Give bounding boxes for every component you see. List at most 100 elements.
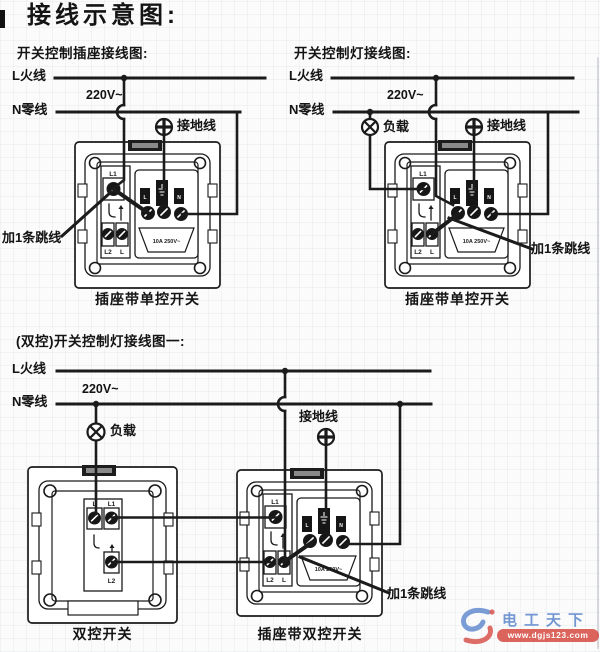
switch-symbol (418, 203, 426, 218)
lamp-cross (362, 119, 378, 135)
mounting-clip (31, 560, 42, 575)
screw-slot (159, 207, 169, 217)
mounting-screw (503, 156, 517, 170)
page-title: 接线示意图: (27, 2, 179, 29)
d1-caption: 插座带单控开关 (95, 291, 200, 307)
screw-slot (90, 514, 99, 522)
watermark-logo (461, 608, 495, 644)
d3-live-wire-label: L火线 (12, 361, 46, 376)
dual-terminal-label-l1: L1 (108, 501, 116, 508)
d3-voltage-label: 220V~ (82, 382, 119, 396)
socket-rating-label: 10A 250V~ (463, 239, 490, 245)
mounting-screw (250, 589, 264, 603)
socket-terminal-n (484, 188, 494, 204)
socket-terminal-label-n: N (339, 523, 343, 529)
mounting-screw (43, 593, 57, 607)
junction-dot (432, 74, 440, 82)
d1-ground-wire-label: 接地线 (177, 118, 217, 133)
dual-terminal-label-l2: L2 (108, 578, 116, 585)
switch-terminal-label-l1: L1 (109, 171, 117, 178)
socket-face (300, 555, 357, 581)
socket-terminal-label-n: N (177, 195, 181, 201)
mounting-screw (398, 156, 412, 170)
d2-load-wire (368, 110, 426, 191)
d1-neutral-wire-label: N零线 (12, 102, 48, 117)
edge-artifact (0, 10, 5, 28)
d3-neutral-drop (343, 402, 402, 546)
d3-load-label: 负载 (110, 423, 137, 438)
switch-terminal-label-l2: L2 (266, 577, 274, 584)
switch-terminal-label-l: L (120, 249, 124, 256)
d2-load-lamp-symbol (360, 117, 380, 137)
d2-live-wire-label: L火线 (289, 68, 323, 83)
mounting-screw (355, 484, 369, 498)
lamp-cross (88, 424, 104, 440)
socket-terminal-earth (466, 180, 478, 206)
d2-voltage-label: 220V~ (387, 88, 424, 102)
d1-neutral-drop (180, 110, 239, 216)
d3-add-jumper-label: 加1条跳线 (387, 586, 447, 601)
mounting-clip (369, 557, 380, 572)
socket-terminal-l (140, 188, 150, 204)
d2-caption: 插座带单控开关 (405, 291, 510, 307)
socket-terminal-label-l: L (453, 195, 456, 201)
wire-hop (115, 103, 126, 121)
screw-slot (118, 230, 126, 238)
socket-terminal-l (302, 516, 312, 532)
d2-jumper-pointer (447, 216, 534, 251)
d3-ground-wire-label: 接地线 (299, 409, 339, 424)
switch-terminal-label-l2: L2 (104, 249, 112, 256)
d2-neutral-wire-label: N零线 (289, 102, 325, 117)
d1-live-drop (112, 117, 126, 190)
d3-ground-symbol (316, 427, 336, 447)
switch-terminal-label-l1: L1 (271, 499, 279, 506)
socket-face (138, 227, 195, 253)
d1-jumper-wire (110, 186, 151, 216)
d1-voltage-label: 220V~ (86, 88, 123, 102)
wire-hop (427, 103, 438, 121)
d2-ground-symbol (464, 117, 484, 137)
mounting-clip (369, 511, 380, 526)
d1-live-wire-label: L火线 (12, 68, 46, 83)
socket-terminal-earth (156, 180, 168, 206)
d1-add-jumper-label: 加1条跳线 (2, 230, 62, 245)
mounting-clip (31, 512, 42, 527)
screw-slot (414, 230, 422, 238)
switch-terminal-label-l: L (282, 577, 286, 584)
junction-dot (281, 367, 289, 375)
switch-terminal-label-l2: L2 (414, 249, 422, 256)
mounting-clip (207, 183, 218, 198)
mounting-clip (207, 229, 218, 244)
switch-symbol (108, 203, 116, 218)
d2-title: 开关控制灯接线图: (294, 46, 411, 61)
d3-jumper-wire (281, 540, 314, 565)
mounting-screw (250, 484, 264, 498)
socket-terminal-label-n: N (487, 195, 491, 201)
d3-caption-dual-switch: 双控开关 (72, 626, 133, 642)
junction-dot (396, 400, 404, 408)
d3-title: (双控)开关控制灯接线图一: (16, 334, 185, 349)
d3-caption-socket-dual-switch: 插座带双控开关 (257, 626, 363, 642)
mounting-screw (398, 261, 412, 275)
screw-slot (338, 537, 348, 547)
watermark-brand: 电工天下 (502, 612, 591, 629)
socket-rating-label: 10A 250V~ (153, 239, 180, 245)
mounting-clip (77, 183, 88, 198)
d3-neutral-wire-label: N零线 (12, 394, 48, 409)
switch-terminal-label-l1: L1 (419, 171, 427, 178)
switch-symbol (270, 531, 278, 546)
mounting-screw (148, 593, 162, 607)
mounting-clip (77, 229, 88, 244)
junction-dot (92, 400, 100, 408)
mounting-clip (387, 183, 398, 198)
dual-terminal-label-l: L (93, 501, 97, 508)
d3-jumper-pointer (298, 555, 391, 595)
wire-hop (276, 395, 287, 413)
screw-slot (469, 207, 479, 217)
mounting-clip (517, 183, 528, 198)
mounting-clip (163, 512, 174, 527)
mounting-screw (193, 261, 207, 275)
